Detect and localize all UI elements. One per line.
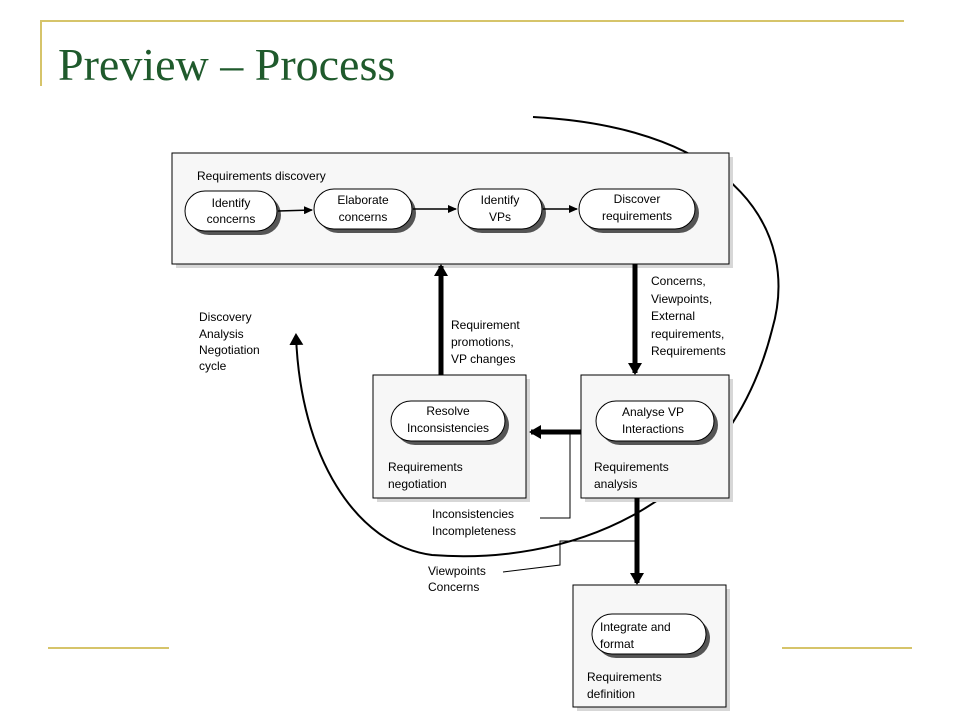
svg-text:Identify: Identify [212,196,251,210]
connector-inconsistencies [540,432,571,519]
svg-text:Requirement: Requirement [451,318,520,332]
bottom-left-accent-line [48,647,169,649]
svg-text:Interactions: Interactions [622,422,684,436]
svg-text:Analyse VP: Analyse VP [622,405,684,419]
slide-title: Preview – Process [58,39,396,90]
left-accent-line [40,20,42,86]
svg-text:Identify: Identify [481,193,520,207]
svg-text:Discover: Discover [614,192,661,206]
top-accent-line [40,20,904,22]
label-viewpoints-concerns: Viewpoints Concerns [428,564,486,594]
svg-text:Viewpoints: Viewpoints [428,564,486,578]
connector-viewpoints [502,540,637,573]
svg-text:concerns: concerns [339,210,388,224]
svg-text:Viewpoints,: Viewpoints, [651,292,712,306]
svg-text:Requirements: Requirements [651,344,726,358]
svg-text:cycle: cycle [199,359,227,373]
panel-title-analysis-2: analysis [594,477,637,491]
panel-title-definition-1: Requirements [587,670,662,684]
svg-text:Concerns: Concerns [428,580,479,594]
svg-text:promotions,: promotions, [451,335,514,349]
panel-title-definition-2: definition [587,687,635,701]
bottom-right-accent-line [782,647,912,649]
svg-text:format: format [600,637,635,651]
svg-text:Analysis: Analysis [199,327,244,341]
svg-text:concerns: concerns [207,212,256,226]
label-negotiation-to-discovery: Requirement promotions, VP changes [451,318,520,366]
panel-title-negotiation-2: negotiation [388,477,447,491]
svg-text:VP changes: VP changes [451,352,516,366]
svg-text:requirements,: requirements, [651,327,724,341]
activity-identify-concerns: Identify concerns [184,190,281,235]
arrow-identify-to-elaborate [277,206,313,215]
panel-title-negotiation-1: Requirements [388,460,463,474]
svg-text:requirements: requirements [602,209,672,223]
svg-text:Inconsistencies: Inconsistencies [432,507,514,521]
panel-title-discovery: Requirements discovery [197,169,326,183]
label-cycle: Discovery Analysis Negotiation cycle [199,310,260,373]
activity-identify-vps: Identify VPs [457,188,546,233]
label-inconsistencies: Inconsistencies Incompleteness [432,507,516,538]
svg-text:Negotiation: Negotiation [199,343,260,357]
activity-integrate-and-format: Integrate and format [591,613,710,658]
svg-text:Integrate and: Integrate and [600,620,671,634]
activity-analyse-vp-interactions: Analyse VP Interactions [595,400,718,445]
svg-text:Incompleteness: Incompleteness [432,524,516,538]
svg-text:External: External [651,309,695,323]
activity-discover-requirements: Discover requirements [578,188,699,233]
svg-text:Elaborate: Elaborate [337,193,389,207]
svg-text:Concerns,: Concerns, [651,274,706,288]
svg-text:Resolve: Resolve [426,404,470,418]
svg-text:Discovery: Discovery [199,310,252,324]
activity-elaborate-concerns: Elaborate concerns [313,188,416,233]
svg-text:VPs: VPs [489,210,511,224]
svg-text:Inconsistencies: Inconsistencies [407,421,489,435]
panel-title-analysis-1: Requirements [594,460,669,474]
activity-resolve-inconsistencies: Resolve Inconsistencies [390,400,509,445]
label-discovery-to-analysis: Concerns, Viewpoints, External requireme… [651,274,726,358]
